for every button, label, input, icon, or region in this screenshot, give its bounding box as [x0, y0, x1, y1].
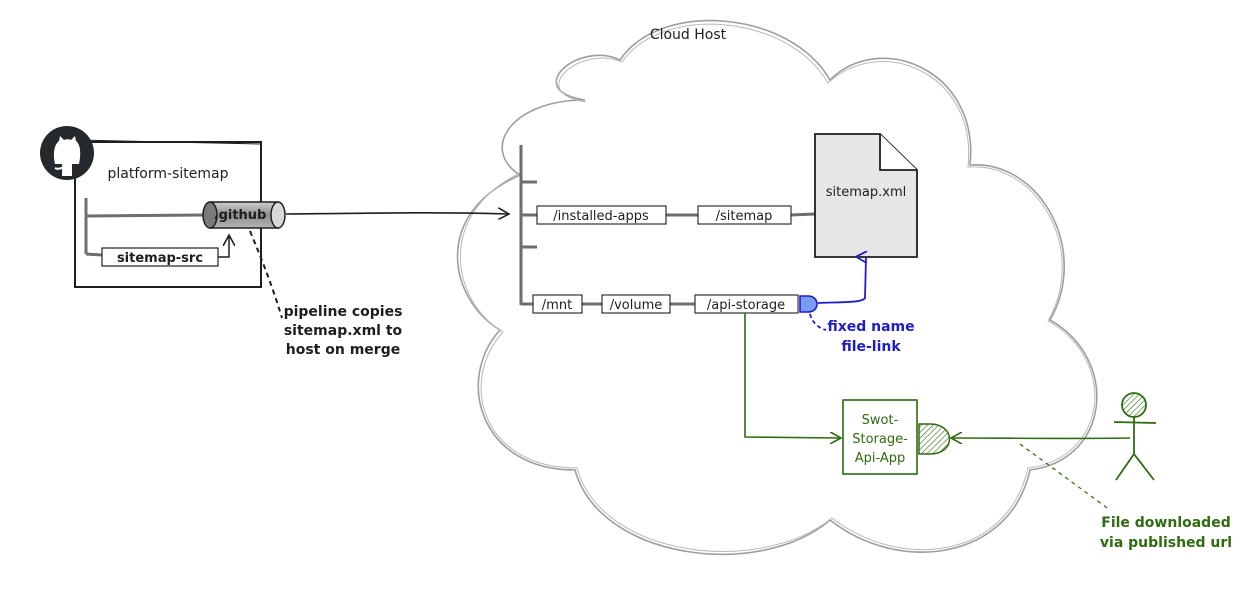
path-sitemap-label: /sitemap	[716, 209, 773, 224]
sitemap-file-icon	[814, 133, 918, 258]
user-stick-figure-icon	[1113, 392, 1157, 481]
pipeline-note: pipeline copies sitemap.xml to host on m…	[284, 304, 403, 358]
pipeline-arrow	[285, 213, 508, 214]
github-icon	[40, 126, 94, 180]
download-note-line1: File downloaded	[1101, 515, 1230, 531]
storage-to-app-arrow	[744, 313, 840, 438]
sitemap-src-label: sitemap-src	[117, 251, 203, 266]
file-link-note-line1: fixed name	[827, 319, 914, 335]
download-note: File downloaded via published url	[1100, 515, 1232, 551]
pipeline-note-connector	[249, 230, 283, 319]
repo-name: platform-sitemap	[108, 166, 229, 182]
path-mnt: /mnt	[532, 294, 583, 314]
path-volume: /volume	[601, 294, 671, 314]
download-note-line2: via published url	[1100, 535, 1232, 551]
host-tree-lines	[519, 145, 816, 306]
file-link-connector	[799, 257, 866, 331]
file-link-note: fixed name file-link	[827, 319, 914, 355]
pipeline-note-line2: sitemap.xml to	[284, 323, 403, 339]
app-label-line2: Storage-	[852, 432, 908, 447]
pipeline-note-line3: host on merge	[286, 342, 400, 358]
path-sitemap: /sitemap	[697, 205, 792, 225]
storage-api-app	[842, 399, 951, 475]
path-installed-apps-label: /installed-apps	[553, 209, 649, 224]
path-api-storage: /api-storage	[694, 294, 799, 314]
file-link-note-line2: file-link	[841, 339, 901, 355]
path-volume-label: /volume	[610, 298, 663, 313]
github-folder-label: .github	[214, 208, 267, 223]
sitemap-file-label: sitemap.xml	[826, 185, 906, 200]
path-installed-apps: /installed-apps	[536, 205, 667, 225]
cloud-host-boundary	[456, 19, 1098, 556]
github-folder-cylinder	[202, 201, 286, 229]
repo-tree-lines	[84, 198, 206, 257]
path-api-storage-label: /api-storage	[707, 298, 785, 313]
app-label-line3: Api-App	[855, 451, 906, 466]
cloud-host-title: Cloud Host	[650, 27, 727, 43]
storage-api-app-label: Swot- Storage- Api-App	[852, 413, 908, 466]
app-label-line1: Swot-	[862, 413, 899, 428]
pipeline-note-line1: pipeline copies	[284, 304, 403, 320]
src-to-github-arrow	[218, 236, 229, 258]
download-note-connector	[1019, 443, 1111, 511]
path-mnt-label: /mnt	[542, 298, 572, 313]
